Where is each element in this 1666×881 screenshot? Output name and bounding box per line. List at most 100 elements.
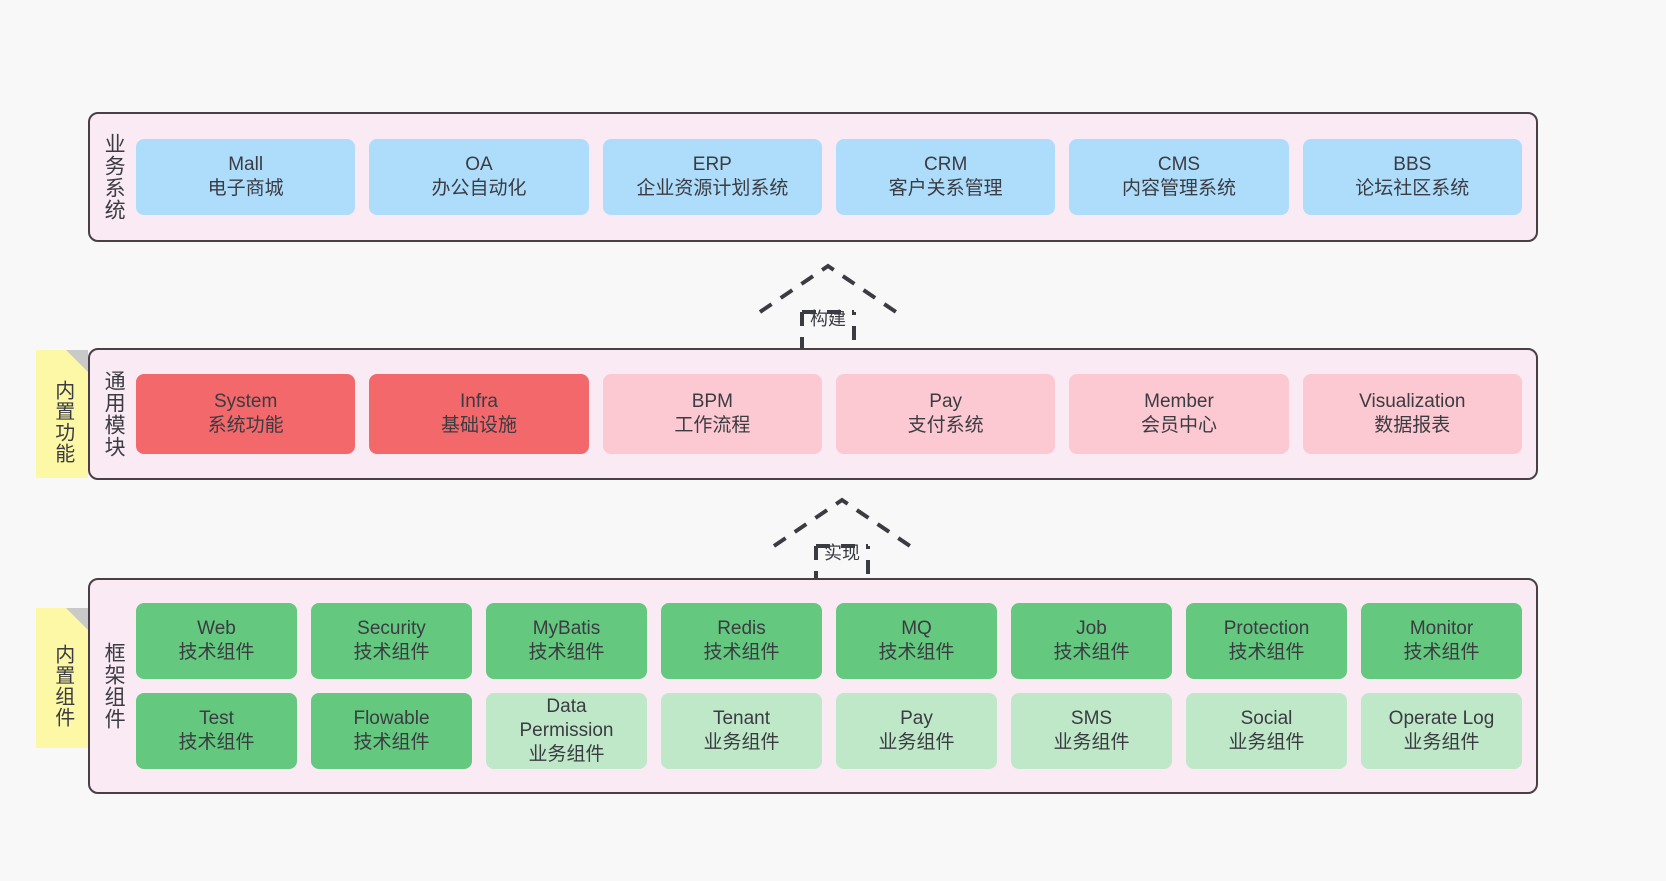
sticky-note-label: 内置功能 (51, 380, 74, 464)
module-card-infra[interactable]: Infra 基础设施 (369, 374, 589, 454)
common-modules-panel: 通用模块 System 系统功能 Infra 基础设施 BPM 工作流程 Pay… (88, 348, 1538, 480)
framework-card-operate-log[interactable]: Operate Log 业务组件 (1361, 693, 1522, 769)
card-name: Operate Log (1388, 707, 1495, 729)
business-card-erp[interactable]: ERP 企业资源计划系统 (602, 139, 822, 215)
card-name: Data Permission (519, 695, 614, 741)
framework-card-tenant[interactable]: Tenant 业务组件 (661, 693, 822, 769)
connector-implement: 实现 (762, 492, 922, 588)
card-name: Pay (929, 390, 963, 412)
module-card-pay[interactable]: Pay 支付系统 (835, 374, 1056, 454)
business-card-cms[interactable]: CMS 内容管理系统 (1069, 139, 1289, 215)
card-desc: 会员中心 (1140, 415, 1217, 436)
framework-card-mq[interactable]: MQ 技术组件 (836, 603, 997, 679)
card-name: Mall (228, 153, 264, 175)
framework-card-sms[interactable]: SMS 业务组件 (1011, 693, 1172, 769)
module-card-member[interactable]: Member 会员中心 (1069, 374, 1289, 454)
connector-build-label: 构建 (810, 309, 846, 329)
framework-card-redis[interactable]: Redis 技术组件 (661, 603, 822, 679)
framework-components-title: 框架组件 (102, 642, 126, 730)
card-desc: 办公自动化 (431, 178, 527, 199)
card-name: Web (197, 617, 236, 639)
page-fold-icon (66, 608, 88, 630)
module-card-bpm[interactable]: BPM 工作流程 (602, 374, 822, 454)
card-desc: 电子商城 (207, 178, 284, 199)
common-modules-body: System 系统功能 Infra 基础设施 BPM 工作流程 Pay 支付系统… (136, 350, 1536, 478)
card-name: Visualization (1359, 390, 1466, 412)
framework-card-monitor[interactable]: Monitor 技术组件 (1361, 603, 1522, 679)
card-desc: 工作流程 (674, 415, 751, 436)
card-name: System (213, 390, 278, 412)
card-desc: 技术组件 (703, 642, 780, 663)
framework-card-mybatis[interactable]: MyBatis 技术组件 (486, 603, 647, 679)
business-card-mall[interactable]: Mall 电子商城 (136, 139, 356, 215)
business-systems-row: Mall 电子商城 OA 办公自动化 ERP 企业资源计划系统 CRM 客户关系… (136, 139, 1522, 215)
framework-card-job[interactable]: Job 技术组件 (1011, 603, 1172, 679)
card-name: BPM (691, 390, 733, 412)
card-desc: 业务组件 (703, 732, 780, 753)
card-desc: 技术组件 (353, 732, 430, 753)
card-desc: 基础设施 (440, 415, 517, 436)
framework-card-security[interactable]: Security 技术组件 (311, 603, 472, 679)
card-desc: 技术组件 (1228, 642, 1305, 663)
framework-components-body: Web 技术组件 Security 技术组件 MyBatis 技术组件 Redi… (136, 580, 1536, 792)
sticky-note-builtin-features: 内置功能 (36, 350, 88, 478)
card-desc: 数据报表 (1374, 415, 1451, 436)
card-name: CRM (924, 153, 968, 175)
card-name: Job (1076, 617, 1107, 639)
sticky-note-label: 内置组件 (51, 644, 74, 728)
card-desc: 技术组件 (1403, 642, 1480, 663)
card-desc: 业务组件 (1053, 732, 1130, 753)
card-name: Security (357, 617, 426, 639)
card-desc: 业务组件 (1403, 732, 1480, 753)
sticky-note-builtin-components: 内置组件 (36, 608, 88, 748)
business-card-bbs[interactable]: BBS 论坛社区系统 (1302, 139, 1522, 215)
connector-build: 构建 (748, 258, 908, 354)
card-desc: 业务组件 (1228, 732, 1305, 753)
module-card-visualization[interactable]: Visualization 数据报表 (1302, 374, 1522, 454)
framework-card-web[interactable]: Web 技术组件 (136, 603, 297, 679)
framework-tech-row: Web 技术组件 Security 技术组件 MyBatis 技术组件 Redi… (136, 603, 1522, 679)
framework-card-social[interactable]: Social 业务组件 (1186, 693, 1347, 769)
card-name: SMS (1070, 707, 1113, 729)
card-desc: 技术组件 (178, 732, 255, 753)
card-name: Protection (1223, 617, 1310, 639)
card-name: Test (199, 707, 234, 729)
business-card-oa[interactable]: OA 办公自动化 (369, 139, 589, 215)
card-name: CMS (1157, 153, 1201, 175)
framework-card-flowable[interactable]: Flowable 技术组件 (311, 693, 472, 769)
card-name: Tenant (712, 707, 771, 729)
card-name: ERP (692, 153, 732, 175)
card-desc: 企业资源计划系统 (636, 178, 789, 199)
connector-implement-label: 实现 (824, 543, 860, 563)
card-desc: 论坛社区系统 (1355, 178, 1470, 199)
framework-card-protection[interactable]: Protection 技术组件 (1186, 603, 1347, 679)
common-modules-title: 通用模块 (102, 370, 126, 458)
card-name: Infra (459, 390, 498, 412)
framework-components-panel: 框架组件 Web 技术组件 Security 技术组件 MyBatis 技术组件… (88, 578, 1538, 794)
card-desc: 内容管理系统 (1121, 178, 1236, 199)
framework-card-data-permission[interactable]: Data Permission 业务组件 (486, 693, 647, 769)
card-desc: 支付系统 (907, 415, 984, 436)
card-desc: 技术组件 (528, 642, 605, 663)
dashed-generalization-arrow-icon (758, 263, 898, 352)
framework-card-pay[interactable]: Pay 业务组件 (836, 693, 997, 769)
module-card-system[interactable]: System 系统功能 (136, 374, 356, 454)
card-name: OA (465, 153, 493, 175)
business-card-crm[interactable]: CRM 客户关系管理 (835, 139, 1056, 215)
card-desc: 客户关系管理 (888, 178, 1003, 199)
common-modules-row: System 系统功能 Infra 基础设施 BPM 工作流程 Pay 支付系统… (136, 374, 1522, 454)
card-name: Pay (900, 707, 933, 729)
card-desc: 业务组件 (528, 744, 605, 766)
dashed-generalization-arrow-icon (772, 497, 912, 586)
card-name: BBS (1393, 153, 1432, 175)
business-systems-title: 业务系统 (102, 133, 126, 221)
framework-card-test[interactable]: Test 技术组件 (136, 693, 297, 769)
card-name: Monitor (1409, 617, 1474, 639)
card-desc: 业务组件 (878, 732, 955, 753)
card-desc: 技术组件 (353, 642, 430, 663)
business-systems-body: Mall 电子商城 OA 办公自动化 ERP 企业资源计划系统 CRM 客户关系… (136, 114, 1536, 240)
card-name: MQ (901, 617, 932, 639)
business-systems-panel: 业务系统 Mall 电子商城 OA 办公自动化 ERP 企业资源计划系统 CRM… (88, 112, 1538, 242)
card-name: Redis (717, 617, 766, 639)
